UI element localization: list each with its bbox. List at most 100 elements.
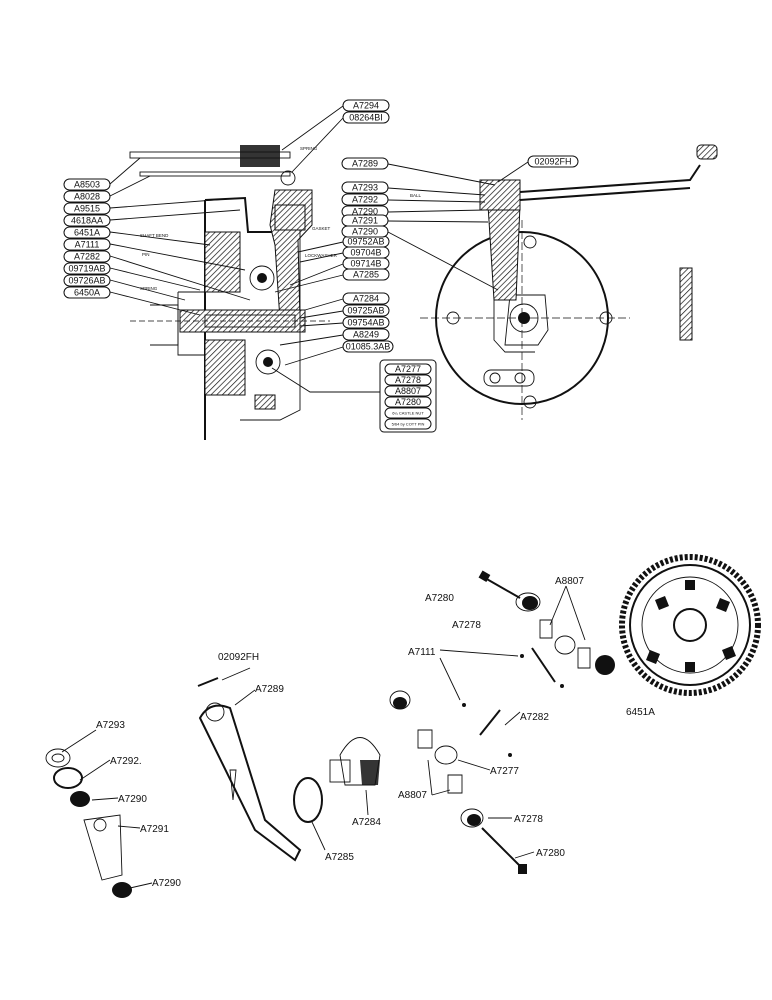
label-a7293: A7293 [96, 720, 125, 731]
callout-08264bi: 08264BI [342, 111, 390, 124]
svg-text:A7111: A7111 [75, 240, 100, 250]
callout-a8028: A8028 [63, 190, 111, 203]
svg-text:09726AB: 09726AB [68, 276, 105, 286]
svg-text:SHAFT BEND: SHAFT BEND [140, 233, 169, 238]
links-a8807-top [531, 585, 615, 683]
pins-a7111 [439, 649, 564, 757]
center-callouts: 09752AB 09704B 09714B A7285 A7284 09725A… [274, 235, 394, 366]
svg-text:09719AB: 09719AB [68, 264, 105, 274]
svg-text:A7284: A7284 [353, 294, 379, 304]
top-callouts: A7294 08264BI [281, 99, 390, 173]
label-a7111: A7111 [408, 647, 436, 658]
svg-text:SPRING: SPRING [140, 286, 158, 291]
bolt-a7280-bottom [460, 808, 535, 874]
lever-a7289 [197, 667, 326, 862]
lever-arm-section [487, 204, 521, 301]
exploded-labels: A7280 A7278 A8807 A7111 A7282 6451A 0209… [96, 576, 655, 889]
label-a7280-bottom: A7280 [536, 848, 565, 859]
label-a7285: A7285 [325, 852, 354, 863]
spring-rod [129, 151, 291, 159]
callout-a7277: A7277 [384, 363, 432, 375]
left-callouts: A8503 A8028 A9515 4618AA 6451A A7111 A72… [63, 157, 251, 316]
svg-text:A7289: A7289 [352, 159, 378, 169]
pin-a7282 [479, 709, 521, 736]
svg-text:A7285: A7285 [353, 270, 379, 280]
svg-text:A7278: A7278 [395, 375, 421, 385]
nut-center [389, 690, 411, 710]
side-rod [679, 267, 693, 341]
svg-text:A7277: A7277 [395, 364, 421, 374]
label-a7278-top: A7278 [452, 620, 481, 631]
callout-a7111: A7111 [63, 238, 111, 251]
callout-09726ab: 09726AB [63, 274, 111, 287]
svg-text:A7293: A7293 [352, 183, 378, 193]
svg-text:5/64 by COTT PIN: 5/64 by COTT PIN [392, 422, 425, 427]
svg-text:08264BI: 08264BI [349, 113, 383, 123]
callout-6450a: 6450A [63, 286, 111, 299]
label-a7290-b: A7290 [152, 878, 181, 889]
label-a7280-top: A7280 [425, 593, 454, 604]
label-a7278-bottom: A7278 [514, 814, 543, 825]
svg-text:01085.3AB: 01085.3AB [346, 342, 391, 352]
washers-and-shaft [45, 729, 153, 898]
svg-text:SPRING: SPRING [300, 146, 318, 151]
callout-01085-3ab: 01085.3AB [342, 340, 394, 353]
link-rod [139, 171, 291, 177]
svg-text:09752AB: 09752AB [347, 237, 384, 247]
svg-text:PIN: PIN [142, 252, 150, 257]
label-a7277: A7277 [490, 766, 519, 777]
svg-text:A8503: A8503 [74, 180, 100, 190]
bolt-a7280-top [478, 570, 541, 612]
callout-castle-nut: 6¼ CASTLE NUT [384, 407, 432, 419]
callout-09725ab: 09725AB [342, 304, 390, 317]
label-a7282: A7282 [520, 712, 549, 723]
svg-text:A9515: A9515 [74, 204, 100, 214]
callout-a7293: A7293 [341, 181, 389, 194]
callout-09719ab: 09719AB [63, 262, 111, 275]
label-a7292: A7292. [110, 756, 142, 767]
svg-text:A7291: A7291 [352, 216, 378, 226]
cup-a7284 [329, 737, 381, 816]
svg-text:02092FH: 02092FH [534, 157, 571, 167]
svg-text:09754AB: 09754AB [347, 318, 384, 328]
svg-text:A8028: A8028 [74, 192, 100, 202]
end-view [420, 144, 718, 420]
callout-a8807: A8807 [384, 385, 432, 397]
callout-a7280: A7280 [384, 396, 432, 408]
callout-a8503: A8503 [63, 178, 111, 191]
callout-4618aa: 4618AA [63, 214, 111, 227]
callout-a9515: A9515 [63, 202, 111, 215]
label-a8807-top: A8807 [555, 576, 584, 587]
svg-text:A7294: A7294 [353, 101, 379, 111]
callout-09704b: 09704B [342, 246, 390, 259]
svg-text:6451A: 6451A [74, 228, 100, 238]
callout-02092fh: 02092FH [527, 155, 579, 168]
exploded-view [45, 554, 761, 898]
right-callouts: A7289 A7293 A7292 A7290 A7291 A7290 0209… [341, 155, 579, 291]
sectional-view [129, 145, 330, 440]
gear-section [204, 231, 241, 293]
callout-09714b: 09714B [342, 257, 390, 270]
callout-a7294: A7294 [342, 99, 390, 112]
svg-text:A8807: A8807 [395, 386, 421, 396]
label-6451a: 6451A [626, 707, 655, 718]
links-a8807-bottom [417, 729, 491, 796]
label-a7291: A7291 [140, 824, 169, 835]
lever-handle [696, 144, 718, 160]
gear-6451a [619, 554, 761, 696]
callout-a7290-mid: A7290 [341, 225, 389, 238]
callout-a7292: A7292 [341, 193, 389, 206]
callout-09754ab: 09754AB [342, 316, 390, 329]
label-a7289: A7289 [255, 684, 284, 695]
callout-a7291: A7291 [341, 214, 389, 227]
callout-a8249: A8249 [342, 328, 390, 341]
svg-text:A7280: A7280 [395, 397, 421, 407]
svg-text:4618AA: 4618AA [71, 216, 103, 226]
svg-text:LOCKWASHER: LOCKWASHER [305, 253, 338, 258]
label-a8807-bottom: A8807 [398, 790, 427, 801]
label-a7290-a: A7290 [118, 794, 147, 805]
svg-text:09714B: 09714B [350, 259, 381, 269]
callout-a7285: A7285 [342, 268, 390, 281]
callout-a7289: A7289 [341, 157, 389, 170]
